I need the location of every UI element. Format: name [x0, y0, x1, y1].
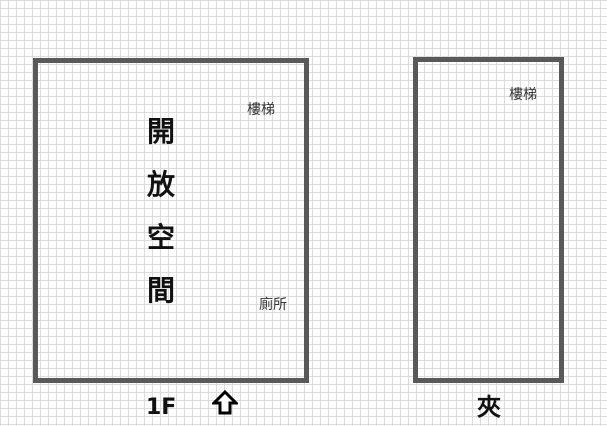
entrance-arrow-icon — [212, 390, 238, 415]
first-floor-stairs-label: 樓梯 — [247, 102, 275, 118]
open-space-char: 間 — [146, 274, 175, 307]
first-floor-room — [33, 58, 309, 383]
open-space-char: 空 — [146, 221, 175, 254]
open-space-char: 開 — [146, 115, 175, 148]
open-space-char: 放 — [146, 168, 175, 201]
toilet-label: 廁所 — [259, 297, 287, 313]
mezzanine-room — [413, 57, 564, 383]
mezzanine-label: 夾 — [477, 393, 501, 421]
open-space-label: 開 放 空 間 — [143, 118, 179, 330]
first-floor-label: 1F — [146, 395, 177, 420]
mezzanine-stairs-label: 樓梯 — [509, 87, 537, 103]
